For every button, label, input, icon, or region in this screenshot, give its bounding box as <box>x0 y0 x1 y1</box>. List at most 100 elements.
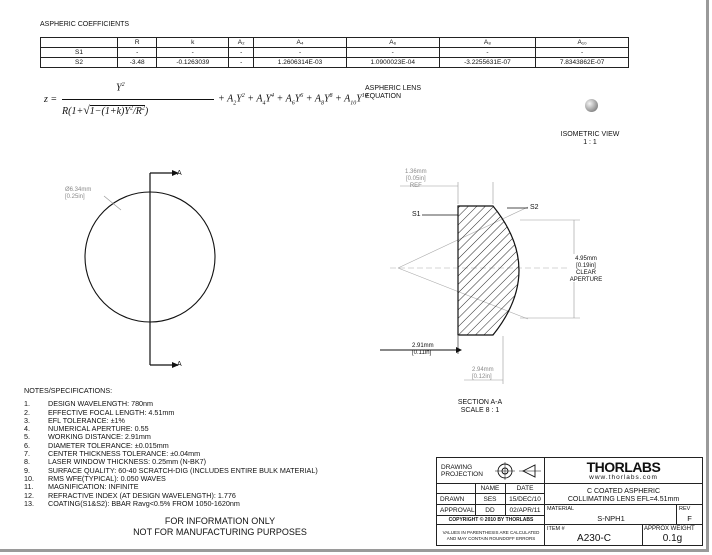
website: www.thorlabs.com <box>589 474 658 481</box>
section-view <box>380 182 580 384</box>
note-number: 5. <box>24 432 30 442</box>
front-view <box>84 170 216 368</box>
aspheric-equation: z = Y2 R(1+√1−(1+k)Y2/R2) + A2Y2 + A4Y4 … <box>44 82 368 117</box>
list-item: 11. MAGNIFICATION: INFINITE <box>24 482 318 492</box>
note-text: WORKING DISTANCE: 2.91mm <box>48 432 151 442</box>
note-text: DIAMETER TOLERANCE: ±0.015mm <box>48 440 169 450</box>
table-cell: - <box>345 47 440 58</box>
notes-specifications: NOTES/SPECIFICATIONS: 1.DESIGN WAVELENGT… <box>24 386 318 508</box>
table-cell: - <box>228 47 255 58</box>
note-text: EFFECTIVE FOCAL LENGTH: 4.51mm <box>48 407 175 417</box>
logo-cell: THORLABS www.thorlabs.com <box>545 458 702 484</box>
list-item: 8. LASER WINDOW THICKNESS: 0.25mm (N-BK7) <box>24 457 318 467</box>
section-mark-top: A <box>177 170 182 177</box>
table-cell: 1.2606314E-03 <box>253 57 347 68</box>
table-cell: - <box>438 47 537 58</box>
note-number: 9. <box>24 465 30 475</box>
title-block: DRAWING PROJECTION THORLABS www.thorlabs… <box>436 457 703 546</box>
diameter-dimension: Ø6.34mm [0.25in] <box>65 187 92 200</box>
table-cell: S1 <box>40 47 118 58</box>
thorlabs-logo: THORLABS <box>586 459 661 475</box>
note-number: 6. <box>24 440 30 450</box>
table-cell: - <box>116 47 158 58</box>
table-cell: -3.2255631E-07 <box>438 57 537 68</box>
list-item: 9. SURFACE QUALITY: 60-40 SCRATCH-DIG (IN… <box>24 465 318 475</box>
section-mark-bottom: A <box>177 361 182 368</box>
ct-arrow <box>456 347 462 353</box>
note-text: NUMERICAL APERTURE: 0.55 <box>48 424 149 434</box>
table-cell: 7.8343862E-07 <box>535 57 629 68</box>
table-cell: - <box>156 47 230 58</box>
note-text: COATING(S1&S2): BBAR Ravg<0.5% FROM 1050… <box>48 498 240 508</box>
list-item: 13. COATING(S1&S2): BBAR Ravg<0.5% FROM 1… <box>24 498 318 508</box>
working-distance-dimension: 2.94mm [0.12in] <box>472 367 494 380</box>
values-note: VALUES IN PARENTHESIS ARE CALCULATED AND… <box>442 530 540 541</box>
list-item: 6. DIAMETER TOLERANCE: ±0.015mm <box>24 440 318 450</box>
description-cell: C COATED ASPHERIC COLLIMATING LENS EFL=4… <box>545 484 702 505</box>
projection-symbol-icon <box>495 462 541 480</box>
s2-label: S2 <box>530 204 539 211</box>
table-cell: -0.1263039 <box>156 57 230 68</box>
table-row: S1------- <box>40 47 629 58</box>
note-number: 4. <box>24 424 30 434</box>
table-header-cell <box>40 37 118 48</box>
diameter-leader <box>103 195 122 211</box>
note-number: 3. <box>24 415 30 425</box>
note-text: CENTER THICKNESS TOLERANCE: ±0.04mm <box>48 449 201 459</box>
list-item: 7. CENTER THICKNESS TOLERANCE: ±0.04mm <box>24 449 318 459</box>
disclaimer: FOR INFORMATION ONLY NOT FOR MANUFACTURI… <box>133 516 307 537</box>
table-cell: S2 <box>40 57 118 68</box>
notes-heading: NOTES/SPECIFICATIONS: <box>24 386 113 395</box>
note-text: MAGNIFICATION: INFINITE <box>48 482 139 492</box>
table-header-cell: A₁₀ <box>535 37 629 48</box>
note-number: 11. <box>24 482 34 492</box>
list-item: 3. EFL TOLERANCE: ±1% <box>24 415 318 425</box>
lens-cross-section <box>457 205 520 336</box>
equation-label: ASPHERIC LENS EQUATION <box>365 85 422 100</box>
note-text: SURFACE QUALITY: 60-40 SCRATCH-DIG (INCL… <box>48 465 318 475</box>
clear-aperture-dimension: 4.95mm [0.19in] CLEAR APERTURE <box>569 256 603 283</box>
isometric-label: ISOMETRIC VIEW 1 : 1 <box>560 131 620 146</box>
note-text: RMS WFE(TYPICAL): 0.050 WAVES <box>48 473 166 483</box>
approval-row: APPROVAL DD 02/APR/11 <box>437 505 545 516</box>
note-text: REFRACTIVE INDEX (AT DESIGN WAVELENGTH):… <box>48 490 236 500</box>
table-header-cell: k <box>156 37 230 48</box>
s1-label: S1 <box>412 211 421 218</box>
table-cell: 1.0900023E-04 <box>345 57 440 68</box>
list-item: 1.DESIGN WAVELENGTH: 780nm <box>24 399 318 409</box>
table-header-cell: A₂ <box>228 37 255 48</box>
section-arrow-top-head <box>172 170 179 176</box>
note-number: 1. <box>24 399 30 409</box>
table-cell: - <box>253 47 347 58</box>
note-text: EFL TOLERANCE: ±1% <box>48 415 125 425</box>
table-header-cell: R <box>116 37 158 48</box>
section-arrow-bottom-head <box>172 362 179 368</box>
projection-cell: DRAWING PROJECTION <box>437 458 545 484</box>
note-number: 10. <box>24 473 34 483</box>
list-item: 12. REFRACTIVE INDEX (AT DESIGN WAVELENGT… <box>24 490 318 500</box>
note-number: 2. <box>24 407 30 417</box>
rev-cell: REV F <box>677 505 702 525</box>
table-header-cell: A₈ <box>438 37 537 48</box>
table-cell: -3.48 <box>116 57 158 68</box>
list-item: 10. RMS WFE(TYPICAL): 0.050 WAVES <box>24 473 318 483</box>
section-title: SECTION A-A SCALE 8 : 1 <box>457 399 503 414</box>
note-number: 12. <box>24 490 34 500</box>
coefficients-title: ASPHERIC COEFFICIENTS <box>40 21 130 28</box>
note-number: 8. <box>24 457 30 467</box>
isometric-lens-icon <box>585 99 598 112</box>
material-cell: MATERIAL S-NPH1 <box>545 505 677 525</box>
list-item: 2. EFFECTIVE FOCAL LENGTH: 4.51mm <box>24 407 318 417</box>
weight-cell: APPROX WEIGHT 0.1g <box>644 526 695 544</box>
table-header-cell: A₆ <box>345 37 440 48</box>
note-text: LASER WINDOW THICKNESS: 0.25mm (N-BK7) <box>48 457 207 467</box>
note-number: 13. <box>24 498 34 508</box>
edge-thickness-dimension: 1.36mm [0.05in] REF <box>405 169 427 189</box>
note-number: 7. <box>24 449 30 459</box>
item-cell: ITEM # A230-C <box>545 525 643 545</box>
